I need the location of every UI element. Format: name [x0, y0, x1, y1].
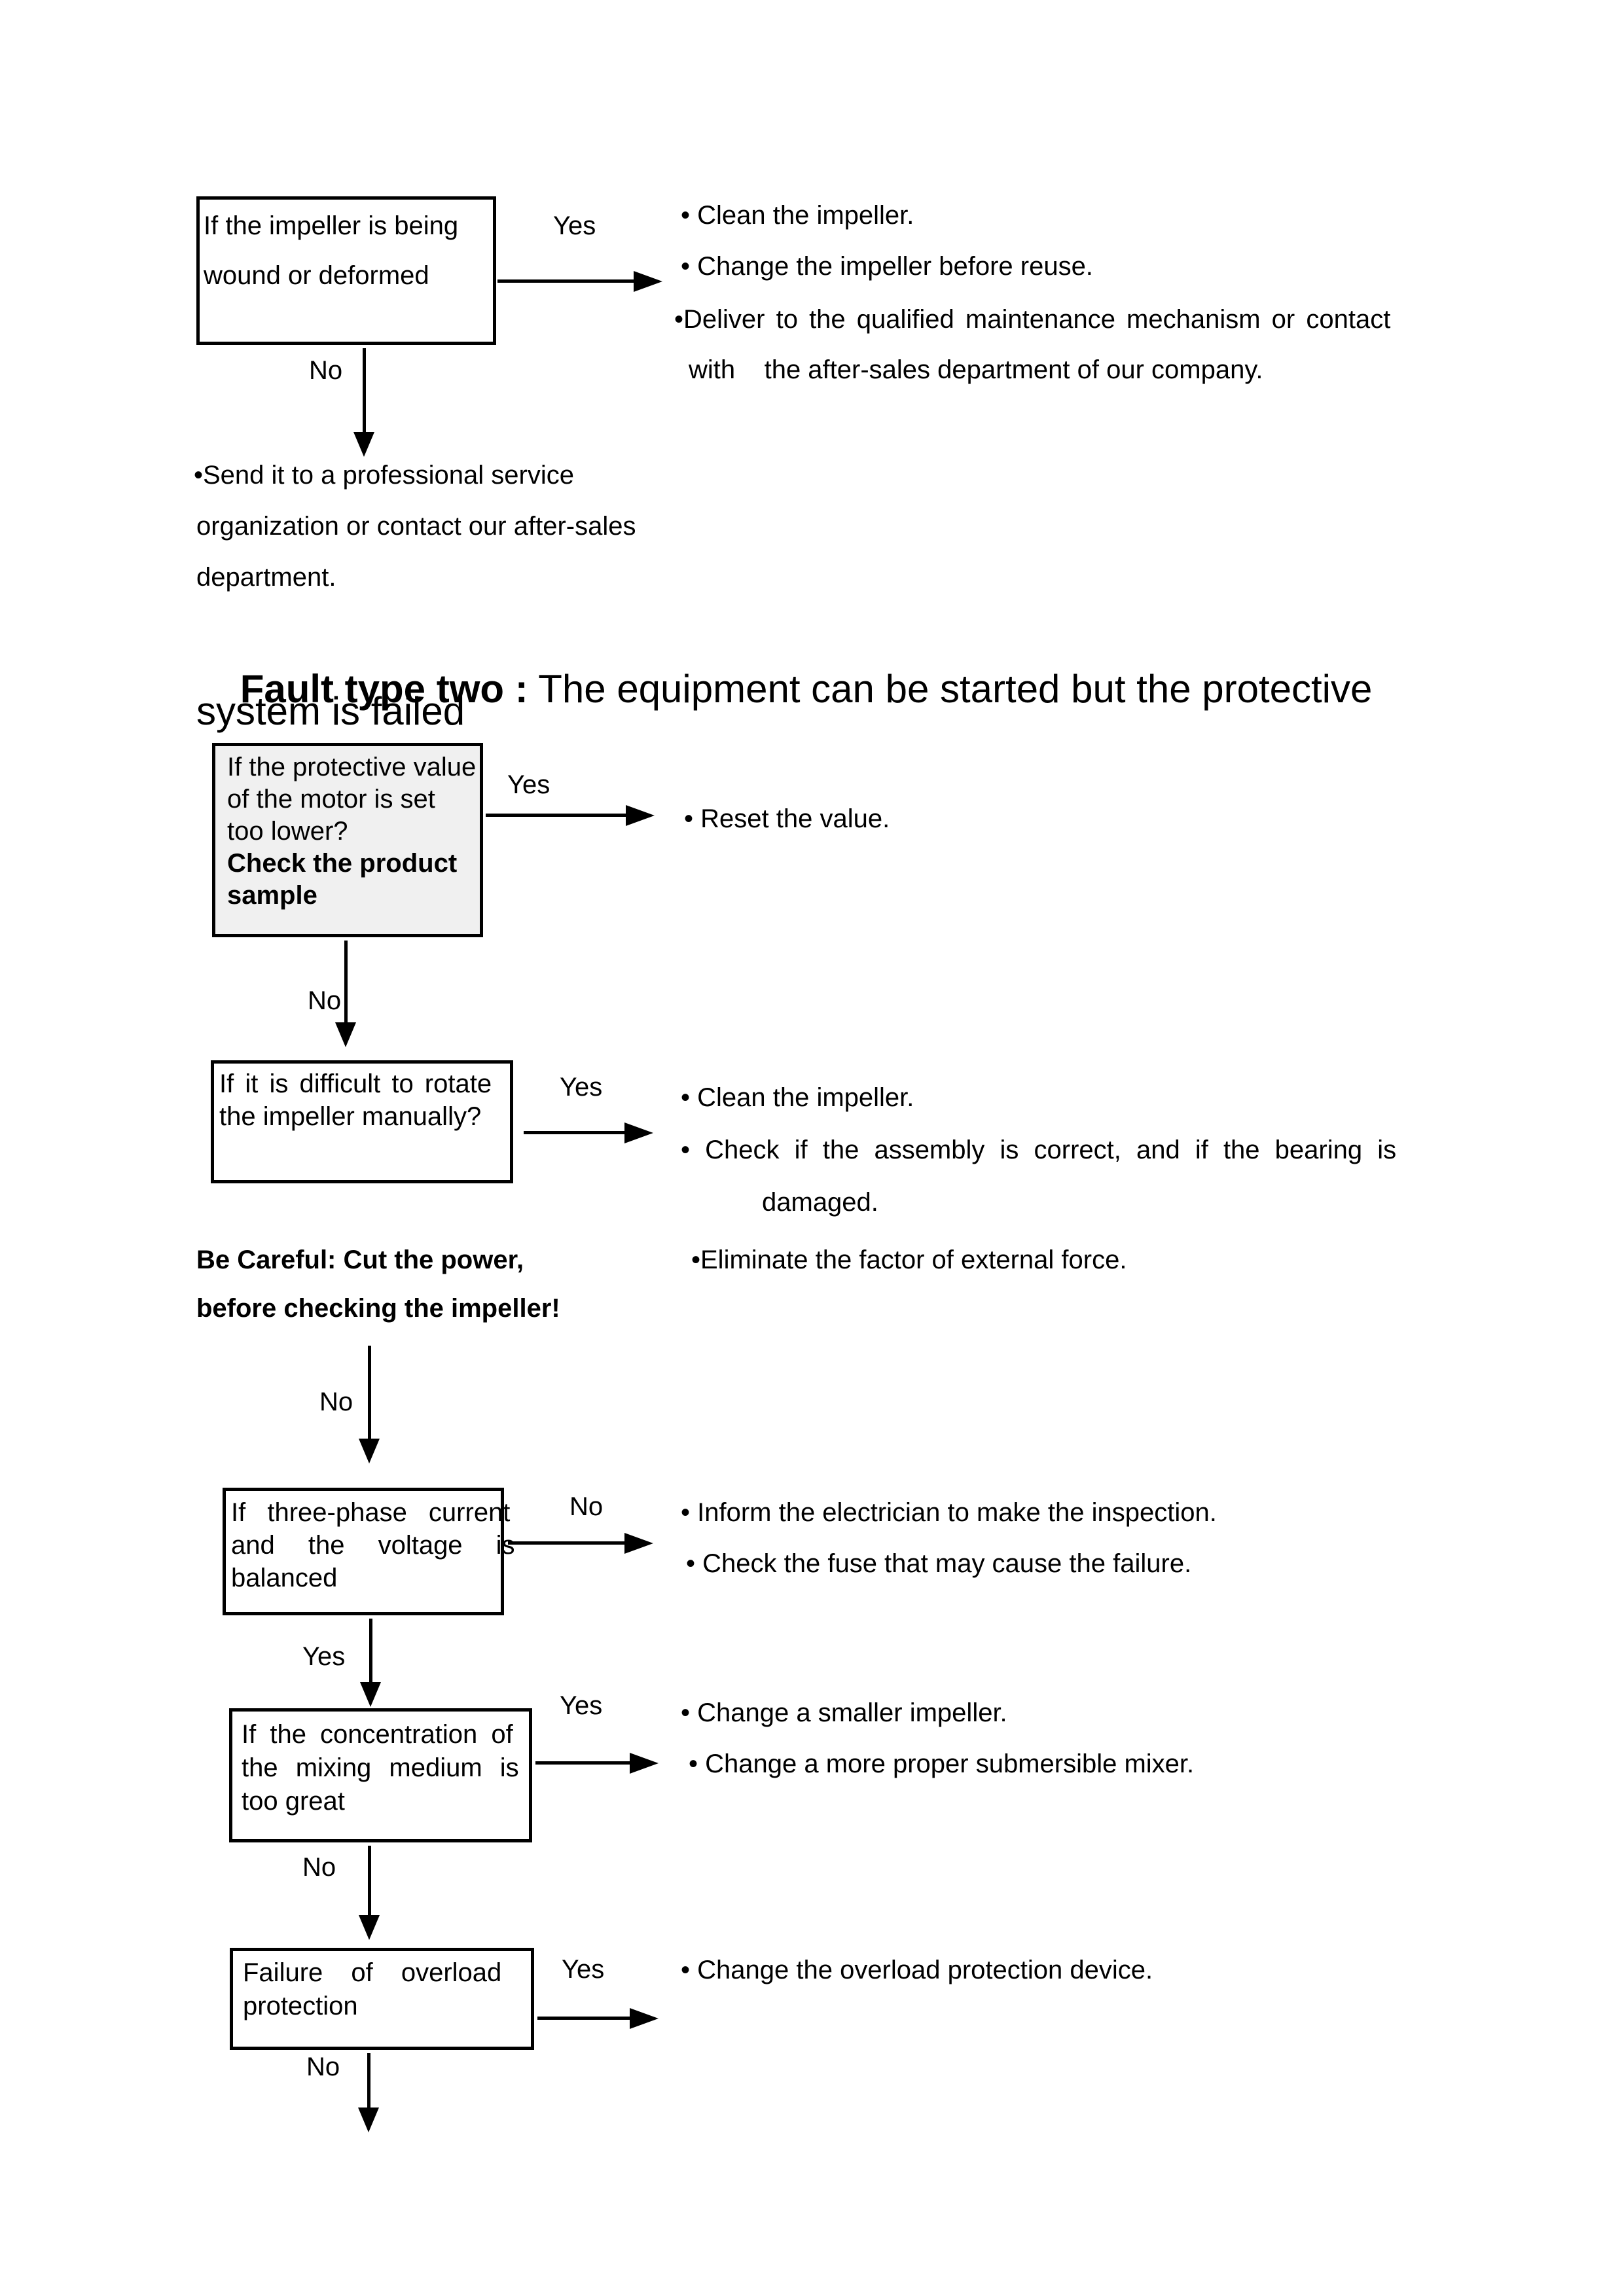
section-heading-line1: Fault type two : The equipment can be st… [196, 617, 1373, 762]
arrowhead-concentration-no [359, 1915, 380, 1940]
no-label-concentration: No [302, 1853, 336, 1882]
yes-label-concentration: Yes [560, 1691, 603, 1720]
yes-label-impeller: Yes [553, 211, 596, 240]
arrowhead-rotate-yes [624, 1122, 653, 1143]
decision-box-protective-value: If the protective value of the motor is … [212, 743, 483, 937]
box-line: If three-phase current [231, 1498, 511, 1527]
bullet-reset-value: • Reset the value. [684, 804, 890, 833]
bullet-deliver-maintenance-cont: with the after-sales department of our c… [689, 355, 1263, 384]
box-line: If the impeller is being [204, 211, 459, 240]
arrow-line-concentration-no [368, 1846, 371, 1916]
arrowhead-threephase-no [624, 1533, 653, 1554]
arrow-line-protective-yes [486, 814, 627, 817]
section-heading-line2: system is failed [196, 689, 465, 733]
arrow-line-impeller-no [363, 348, 366, 433]
box-line-bold: Check the product [227, 849, 458, 878]
section-heading-rest: The equipment can be started but the pro… [528, 667, 1373, 711]
bullet-clean-impeller-1: • Clean the impeller. [681, 201, 914, 230]
arrow-line-overload-yes [537, 2017, 631, 2020]
bullet-smaller-impeller: • Change a smaller impeller. [681, 1698, 1007, 1727]
bullet-change-impeller: • Change the impeller before reuse. [681, 252, 1093, 281]
box-line: If it is difficult to rotate [219, 1069, 492, 1098]
arrow-line-overload-no [367, 2053, 370, 2109]
bullet-send-professional: •Send it to a professional service [194, 461, 574, 490]
bullet-clean-impeller-2: • Clean the impeller. [681, 1083, 914, 1112]
box-line: too lower? [227, 817, 348, 846]
decision-box-three-phase: If three-phase current and the voltage i… [223, 1488, 515, 1615]
arrow-line-rotate-no [368, 1346, 371, 1441]
arrowhead-impeller-yes [634, 271, 662, 292]
box-line: If the protective value [227, 753, 477, 781]
warning-line1: Be Careful: Cut the power, [196, 1246, 524, 1274]
no-label-overload: No [306, 2053, 340, 2081]
yes-label-overload: Yes [562, 1955, 605, 1984]
arrow-line-protective-no [344, 941, 348, 1024]
no-label-rotate: No [319, 1388, 353, 1416]
arrowhead-protective-no [335, 1022, 356, 1047]
yes-label-protective: Yes [507, 770, 550, 799]
bullet-check-assembly-cont: damaged. [762, 1188, 878, 1217]
arrowhead-impeller-no [353, 432, 374, 457]
decision-box-rotate-impeller: If it is difficult to rotate the impelle… [211, 1060, 513, 1183]
decision-box-impeller-wound: If the impeller is being wound or deform… [196, 196, 496, 345]
arrow-line-threephase-yes [369, 1619, 372, 1684]
box-line: balanced [231, 1564, 338, 1592]
yes-label-rotate: Yes [560, 1073, 603, 1102]
box-line: the impeller manually? [219, 1102, 482, 1131]
box-line: If the concentration of [242, 1720, 513, 1749]
arrowhead-overload-no [358, 2108, 379, 2132]
bullet-check-assembly: • Check if the assembly is correct, and … [681, 1136, 1397, 1164]
box-line: Failure of overload [243, 1958, 502, 1987]
arrow-line-threephase-no [508, 1541, 626, 1545]
box-line: of the motor is set [227, 785, 435, 814]
section-heading-bold: Fault type two : [240, 667, 528, 711]
box-line: and the voltage is [231, 1531, 515, 1560]
bullet-send-professional-cont1: organization or contact our after-sales [196, 512, 636, 541]
bullet-deliver-maintenance: •Deliver to the qualified maintenance me… [674, 305, 1391, 334]
bullet-proper-mixer: • Change a more proper submersible mixer… [689, 1749, 1195, 1778]
arrowhead-threephase-yes [360, 1682, 381, 1707]
bullet-check-fuse: • Check the fuse that may cause the fail… [686, 1549, 1192, 1578]
no-label-impeller: No [309, 356, 343, 385]
no-label-threephase: No [569, 1492, 604, 1521]
bullet-inform-electrician: • Inform the electrician to make the ins… [681, 1498, 1217, 1527]
warning-line2: before checking the impeller! [196, 1294, 560, 1323]
decision-box-overload: Failure of overload protection [230, 1948, 534, 2050]
arrow-line-concentration-yes [535, 1761, 631, 1765]
bullet-send-professional-cont2: department. [196, 563, 336, 592]
arrowhead-overload-yes [630, 2008, 659, 2029]
box-line: protection [243, 1992, 358, 2020]
no-label-protective: No [308, 986, 342, 1015]
arrow-line-impeller-yes [497, 279, 635, 283]
arrowhead-concentration-yes [630, 1753, 659, 1774]
arrowhead-rotate-no [359, 1439, 380, 1463]
box-line: too great [242, 1787, 345, 1816]
arrowhead-protective-yes [626, 805, 655, 826]
box-line: wound or deformed [204, 261, 429, 290]
box-line: the mixing medium is [242, 1753, 519, 1782]
box-line-bold: sample [227, 881, 317, 910]
bullet-eliminate-force: •Eliminate the factor of external force. [691, 1246, 1127, 1274]
arrow-line-rotate-yes [524, 1131, 627, 1134]
bullet-change-overload-device: • Change the overload protection device. [681, 1956, 1153, 1984]
decision-box-concentration: If the concentration of the mixing mediu… [229, 1708, 532, 1842]
yes-label-threephase: Yes [302, 1642, 346, 1671]
